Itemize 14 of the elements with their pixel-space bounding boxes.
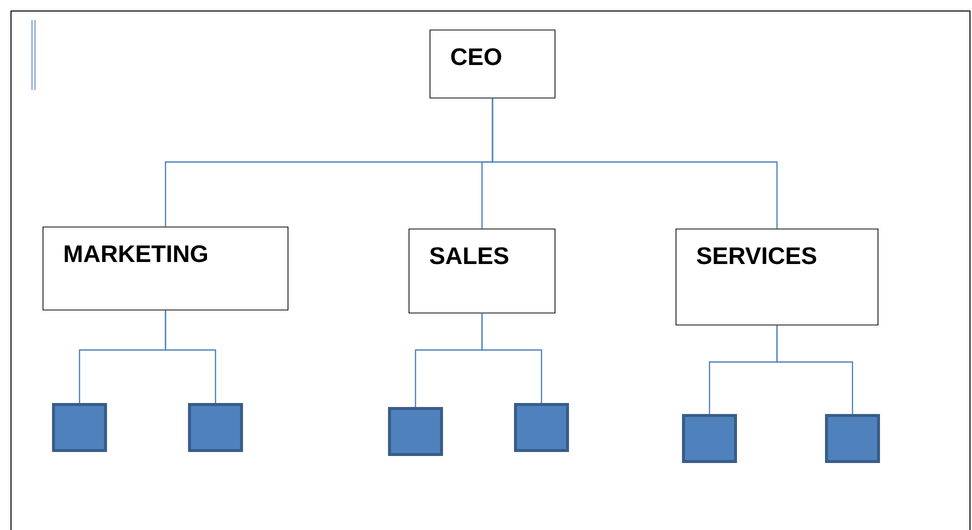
org-box: MARKETING	[42, 226, 288, 310]
org-box: CEO	[430, 30, 556, 98]
connector-line	[164, 310, 216, 403]
square-box	[188, 403, 243, 452]
square-box	[52, 403, 107, 452]
square-box	[825, 414, 880, 463]
square-box	[682, 414, 737, 463]
connector-line	[481, 313, 542, 403]
square-box	[514, 403, 569, 452]
connector-line	[492, 98, 778, 229]
org-box: SALES	[408, 228, 556, 314]
org-box: SERVICES	[676, 228, 878, 326]
square-box	[388, 407, 443, 456]
connector-line	[776, 325, 854, 414]
